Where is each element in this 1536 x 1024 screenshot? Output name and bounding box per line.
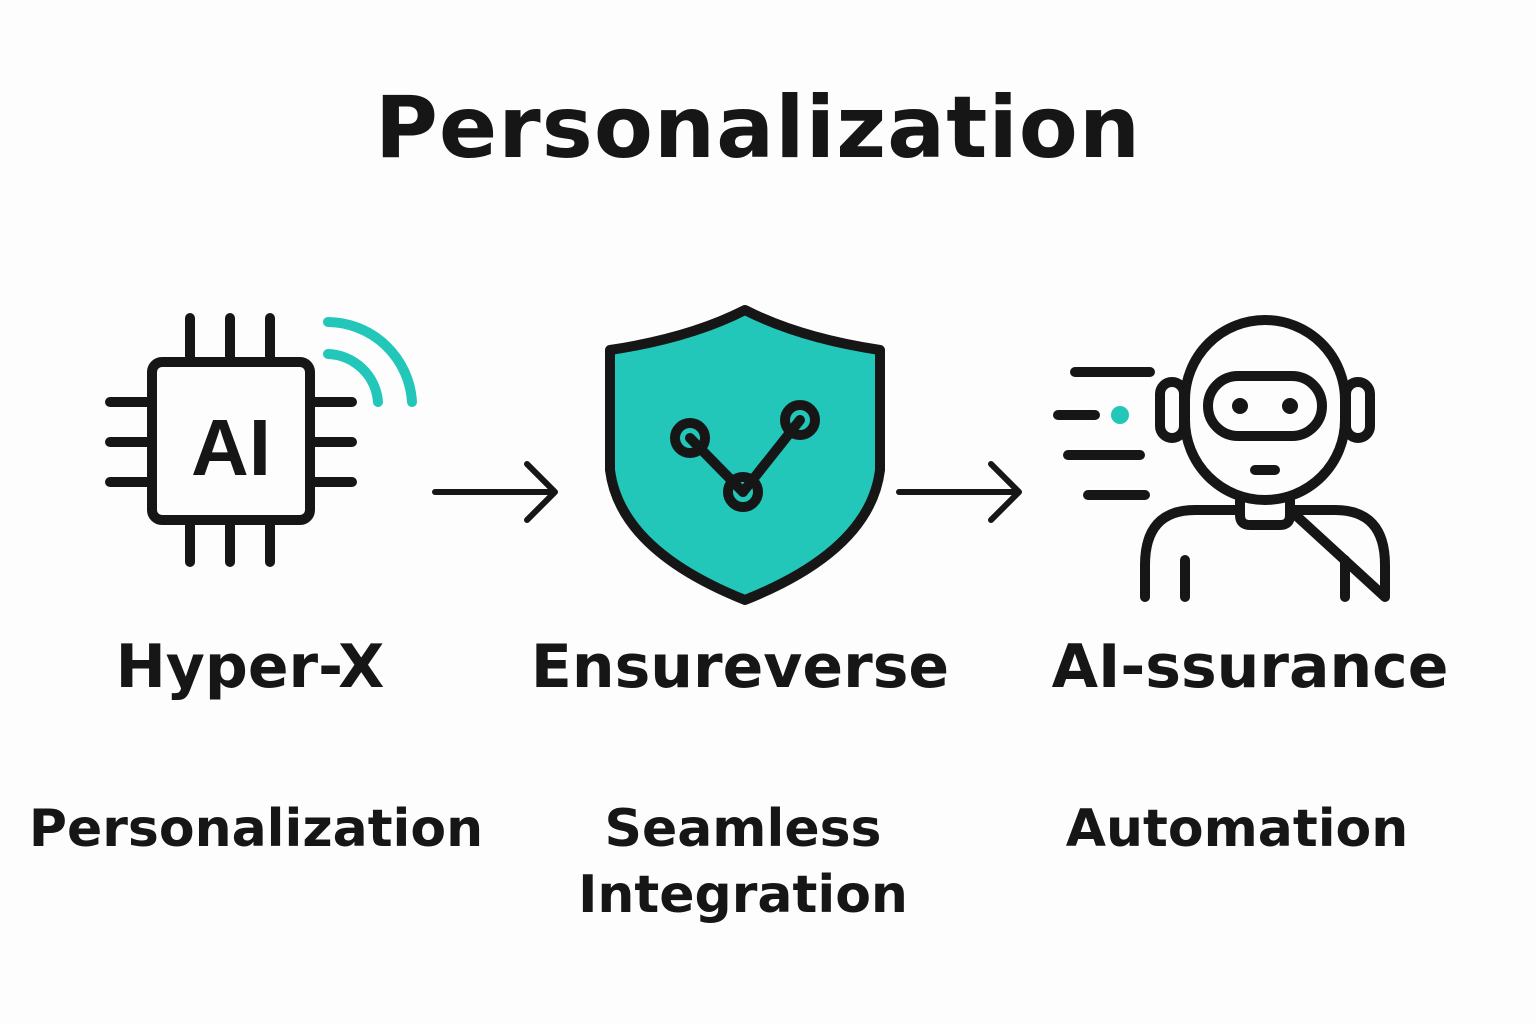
sublabel-line: Integration	[578, 865, 908, 925]
step-label-hyper-x: Hyper-X	[115, 632, 385, 702]
step-sublabel-personalization: Personalization	[28, 799, 484, 859]
ai-chip-icon: AI	[105, 313, 417, 567]
chip-text: AI	[191, 403, 271, 492]
sublabel-line: Seamless	[604, 799, 882, 859]
step-label-ensureverse: Ensureverse	[530, 632, 950, 702]
diagram-title: Personalization	[374, 78, 1142, 178]
step-sublabel-seamless-integration: Seamless Integration	[493, 796, 993, 928]
step-label-ai-ssurance: AI-ssurance	[1051, 632, 1449, 702]
step-sublabel-automation: Automation	[1065, 799, 1409, 859]
arrow-right-icon	[896, 461, 1022, 523]
shield-network-icon	[605, 305, 885, 605]
robot-assistant-icon	[1053, 315, 1390, 602]
arrow-right-icon	[432, 461, 558, 523]
